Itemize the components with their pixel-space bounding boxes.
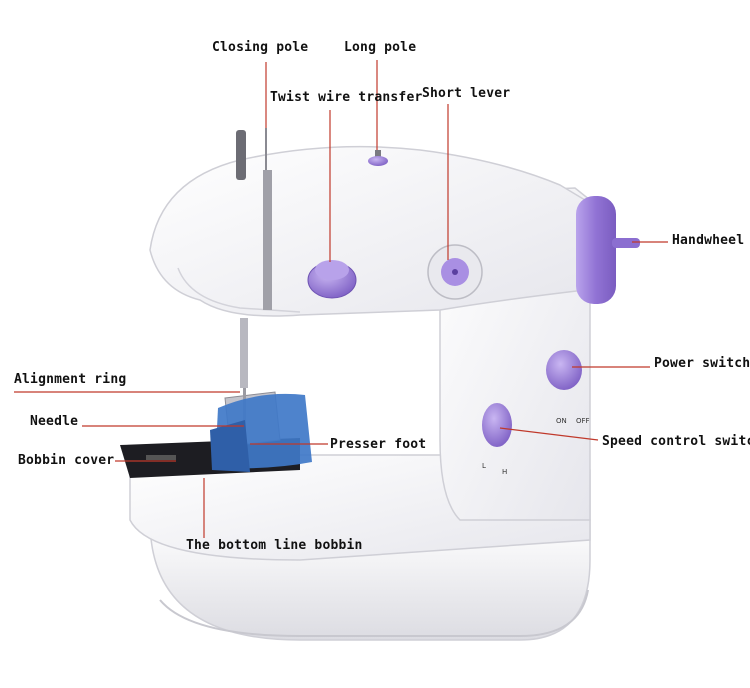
switch-mark-low: L	[482, 462, 486, 470]
switch-mark-on: ON	[556, 417, 567, 425]
label-alignment-ring: Alignment ring	[14, 372, 127, 387]
label-short-lever: Short lever	[422, 86, 511, 101]
label-power-switch: Power switch	[654, 356, 750, 371]
handwheel-body	[576, 196, 616, 304]
label-bobbin-cover: Bobbin cover	[18, 453, 115, 468]
leader-speed-control-switch	[499, 427, 599, 441]
fabric-piece-fold	[210, 420, 250, 472]
label-closing-pole: Closing pole	[212, 40, 309, 55]
label-presser-foot: Presser foot	[330, 437, 427, 452]
speed-switch-button	[482, 403, 512, 447]
handwheel-handle	[612, 238, 640, 248]
label-bottom-line-bobbin: The bottom line bobbin	[186, 538, 363, 553]
tension-knob-dial	[315, 260, 349, 280]
needle-bar	[240, 318, 248, 388]
label-twist-wire-transfer: Twist wire transfer	[270, 90, 423, 105]
long-pole-cap	[368, 156, 388, 166]
power-switch-button	[546, 350, 582, 390]
leader-lines	[14, 60, 668, 538]
closing-pole	[236, 130, 246, 180]
base-bottom-edge	[159, 589, 589, 637]
label-needle: Needle	[30, 414, 79, 429]
thread-take-up	[263, 170, 272, 310]
bobbin-cover-slot	[146, 455, 176, 460]
arm-front-panel	[177, 267, 301, 313]
bobbin-winder-center	[452, 269, 458, 275]
label-handwheel: Handwheel	[672, 233, 745, 248]
machine-arm	[149, 145, 586, 317]
label-long-pole: Long pole	[344, 40, 417, 55]
label-speed-control-switch: Speed control switch	[602, 434, 750, 449]
switch-mark-off: OFF	[576, 417, 590, 425]
switch-mark-high: H	[502, 468, 507, 476]
